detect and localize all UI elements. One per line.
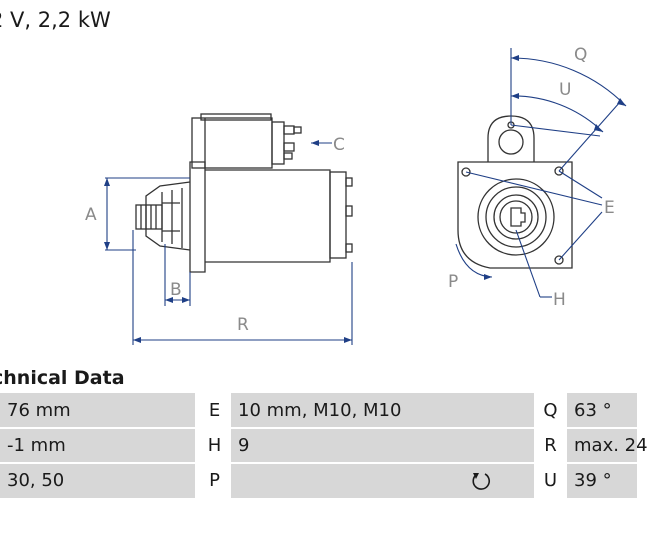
- dimension-label-p: P: [448, 272, 458, 292]
- key-cell: R: [534, 428, 567, 463]
- table-row: 30, 50 P U 39 °: [0, 463, 637, 498]
- value-cell: 76 mm: [0, 393, 195, 428]
- dimension-label-h: H: [553, 290, 566, 310]
- value-cell: 30, 50: [0, 463, 195, 498]
- motor-end-cap: [329, 171, 347, 259]
- technical-data-table: 76 mm E 10 mm, M10, M10 Q 63 ° -1 mm H 9…: [0, 393, 648, 498]
- dimension-label-a: A: [85, 205, 97, 225]
- value-cell: 39 °: [567, 463, 637, 498]
- key-cell: E: [198, 393, 231, 428]
- value-cell: 63 °: [567, 393, 637, 428]
- drive-flange: [189, 161, 206, 273]
- value-cell: max. 24: [567, 428, 648, 463]
- rotation-value-cell: [231, 463, 534, 498]
- dimension-label-c: C: [333, 135, 345, 155]
- key-cell: H: [198, 428, 231, 463]
- solenoid-body: [191, 117, 273, 169]
- row-divider: [0, 427, 637, 429]
- product-spec-line: 2 V, 2,2 kW: [0, 8, 111, 32]
- value-cell: -1 mm: [0, 428, 195, 463]
- mounting-flange: [457, 161, 573, 269]
- table-row: -1 mm H 9 R max. 24: [0, 428, 648, 463]
- technical-data-title: chnical Data: [0, 367, 125, 389]
- table-row: 76 mm E 10 mm, M10, M10 Q 63 °: [0, 393, 637, 428]
- counterclockwise-rotation-icon: [472, 473, 491, 490]
- key-cell: P: [198, 463, 231, 498]
- pinion-gear: [135, 204, 163, 230]
- dimension-label-e: E: [604, 198, 615, 218]
- dimension-label-r: R: [237, 315, 249, 335]
- row-divider: [0, 462, 637, 464]
- dimension-label-b: B: [170, 280, 182, 300]
- drive-end-housing: [477, 178, 555, 256]
- dimension-label-u: U: [559, 80, 571, 100]
- starter-motor-drawing: A B C R Q U E H P: [85, 45, 627, 345]
- key-cell: U: [534, 463, 567, 498]
- value-cell: 9: [231, 428, 534, 463]
- key-cell: Q: [534, 393, 567, 428]
- value-cell: 10 mm, M10, M10: [231, 393, 534, 428]
- dimension-label-q: Q: [574, 45, 587, 65]
